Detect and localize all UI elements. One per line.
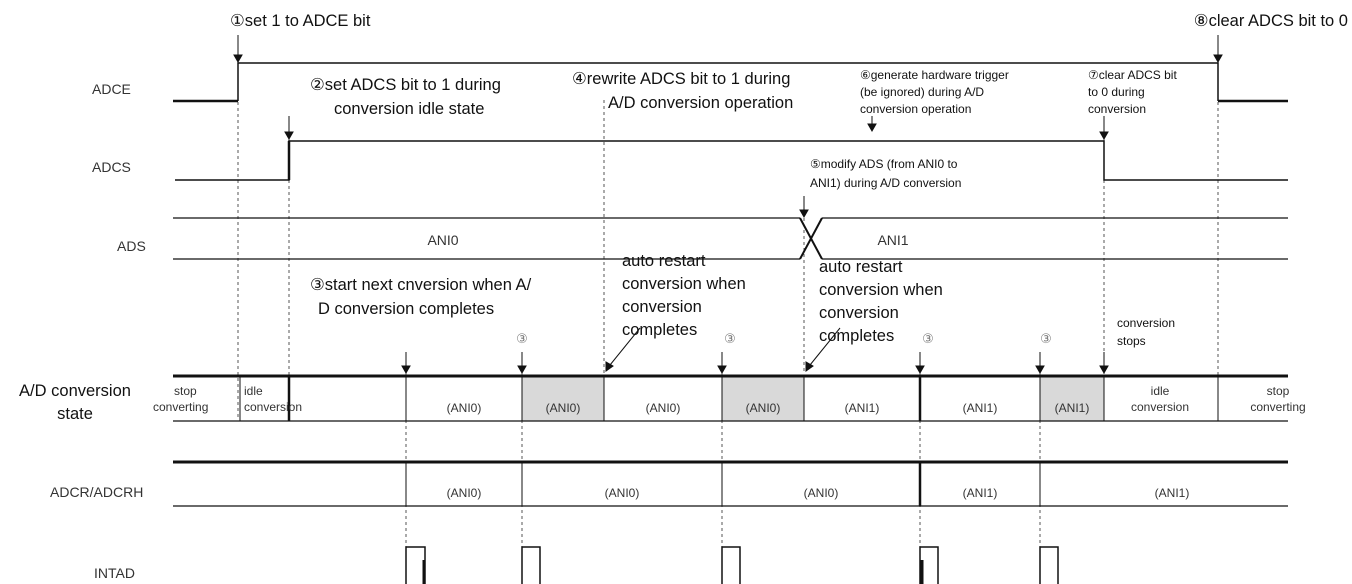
annotation-conversion-stops: conversion <box>1117 316 1175 330</box>
annotation-hw-trigger: conversion operation <box>860 102 971 116</box>
signal-label-ads: ADS <box>117 238 146 254</box>
annotation-modify-ads: ANI1) during A/D conversion <box>810 176 961 190</box>
intad-pulse <box>721 546 741 584</box>
annotation-set-adcs: ②set ADCS bit to 1 during <box>310 76 501 94</box>
adcr-cell: (ANI1) <box>1155 486 1190 500</box>
arrows <box>233 35 1223 375</box>
ads-value: ANI0 <box>427 232 458 248</box>
signal-label-state: state <box>57 405 93 423</box>
state-cell-stop: stop <box>1267 384 1290 398</box>
adcr-cell: (ANI0) <box>447 486 482 500</box>
annotation-start-next: D conversion completes <box>318 300 494 318</box>
signal-label-state: A/D conversion <box>19 382 131 400</box>
annotation-auto-restart: conversion when <box>819 281 943 299</box>
state-cell-conversion: (ANI1) <box>963 401 998 415</box>
annotation-auto-restart: conversion when <box>622 275 746 293</box>
annotation-conversion-stops: stops <box>1117 334 1146 348</box>
state-cell-texts: stop converting idle conversion (ANI0) (… <box>153 384 1306 415</box>
adcr-cell: (ANI0) <box>605 486 640 500</box>
shaded-cells <box>522 377 1104 421</box>
state-cell-conversion: (ANI0) <box>746 401 781 415</box>
shaded-cell <box>522 377 604 421</box>
intad-pulse <box>405 546 426 584</box>
state-cell-conversion: (ANI1) <box>845 401 880 415</box>
annotation-clear-adcs: to 0 during <box>1088 85 1145 99</box>
annotation-auto-restart: conversion <box>819 304 899 322</box>
state-cell-stop: stop <box>174 384 197 398</box>
state-cell-idle: idle <box>1151 384 1170 398</box>
annotation-clear-adcs: ⑦clear ADCS bit <box>1088 68 1177 82</box>
annotation-modify-ads: ⑤modify ADS (from ANI0 to <box>810 157 958 171</box>
annotation-auto-restart: auto restart <box>819 258 903 276</box>
state-cell-conversion: (ANI1) <box>1055 401 1090 415</box>
circled-three-marker: ③ <box>724 332 736 347</box>
state-cell-conversion: (ANI0) <box>447 401 482 415</box>
annotations: ①set 1 to ADCE bit ⑧clear ADCS bit to 0 … <box>230 12 1348 348</box>
annotation-set-adcs: conversion idle state <box>334 100 484 118</box>
shaded-cell <box>1040 377 1104 421</box>
adcr-cell-texts: (ANI0) (ANI0) (ANI0) (ANI1) (ANI1) <box>447 486 1190 500</box>
adce-waveform <box>173 62 1288 103</box>
adcs-waveform <box>175 140 1288 181</box>
signal-label-adce: ADCE <box>92 81 131 97</box>
annotation-hw-trigger: (be ignored) during A/D <box>860 85 984 99</box>
annotation-clear-adcs: conversion <box>1088 102 1146 116</box>
annotation-rewrite-adcs: A/D conversion operation <box>608 94 793 112</box>
intad-pulse <box>919 546 939 584</box>
state-bus <box>173 374 1288 422</box>
state-cell-stop: converting <box>1250 400 1305 414</box>
adcr-bus <box>173 460 1288 507</box>
signal-label-intad: INTAD <box>94 565 135 581</box>
circled-three-marker: ③ <box>1040 332 1052 347</box>
annotation-auto-restart: auto restart <box>622 252 706 270</box>
annotation-auto-restart: completes <box>819 327 894 345</box>
annotation-auto-restart: conversion <box>622 298 702 316</box>
state-cell-idle: idle <box>244 384 263 398</box>
annotation-hw-trigger: ⑥generate hardware trigger <box>860 68 1009 82</box>
signal-label-adcr: ADCR/ADCRH <box>50 484 143 500</box>
annotation-auto-restart: completes <box>622 321 697 339</box>
intad-pulse <box>521 546 541 584</box>
annotation-rewrite-adcs: ④rewrite ADCS bit to 1 during <box>572 70 790 88</box>
state-cell-stop: converting <box>153 400 208 414</box>
annotation-set-adce: ①set 1 to ADCE bit <box>230 12 371 30</box>
state-cell-conversion: (ANI0) <box>646 401 681 415</box>
intad-pulse <box>1039 546 1059 584</box>
ads-bus <box>173 217 1288 260</box>
ads-values: ANI0 ANI1 <box>427 232 908 248</box>
annotation-clear-adcs-final: ⑧clear ADCS bit to 0 <box>1194 12 1348 30</box>
annotation-start-next: ③start next cnversion when A/ <box>310 276 532 294</box>
signal-label-adcs: ADCS <box>92 159 131 175</box>
adcr-cell: (ANI1) <box>963 486 998 500</box>
circled-three-marker: ③ <box>516 332 528 347</box>
circled-three-marker: ③ <box>922 332 934 347</box>
intad-pulses <box>405 546 1059 584</box>
signal-labels: ADCE ADCS ADS A/D conversion state ADCR/… <box>19 81 146 581</box>
state-cell-idle: conversion <box>244 400 302 414</box>
shaded-cell <box>722 377 804 421</box>
state-cell-conversion: (ANI0) <box>546 401 581 415</box>
ads-value: ANI1 <box>877 232 908 248</box>
adcr-cell: (ANI0) <box>804 486 839 500</box>
state-cell-idle: conversion <box>1131 400 1189 414</box>
